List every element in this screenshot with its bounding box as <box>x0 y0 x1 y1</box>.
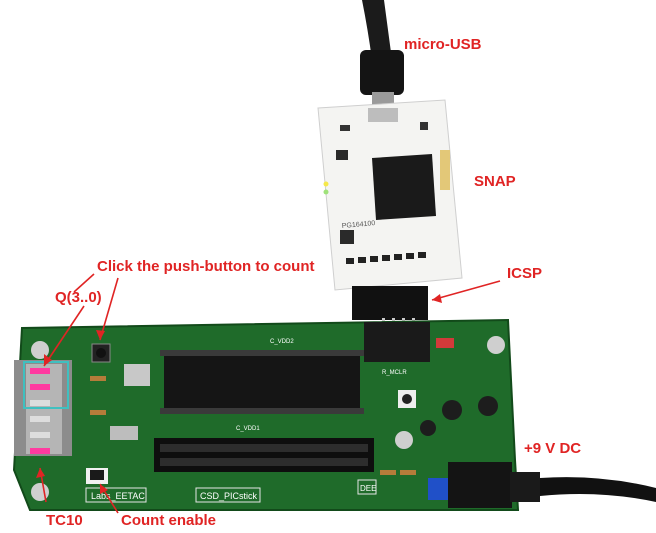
main-pcb: Labs_EETAC CSD_PICstick DEE C_VDD2 C_VDD… <box>12 318 520 511</box>
annotation-arrows <box>36 273 501 514</box>
vdd2-silkscreen: C_VDD2 <box>270 339 294 345</box>
vdd1-silkscreen: C_VDD1 <box>236 426 260 432</box>
count-enable-label: Count enable <box>121 512 217 529</box>
push-button-label: Click the push-button to count <box>97 258 315 275</box>
usb-cable <box>360 0 404 106</box>
power-label: +9 V DC <box>524 440 582 457</box>
snap-chip-label: PG164100 <box>342 220 376 230</box>
dee-silkscreen: DEE <box>360 484 376 493</box>
labs-silkscreen: Labs_EETAC <box>91 491 145 501</box>
icsp-label: ICSP <box>507 265 543 282</box>
mclr-silkscreen: R_MCLR <box>382 370 407 376</box>
snap-programmer-board: PG164100 <box>317 99 463 291</box>
micro-usb-label: micro-USB <box>404 36 482 53</box>
power-jack <box>448 462 656 508</box>
snap-label: SNAP <box>474 173 516 190</box>
q-outputs-label: Q(3..0) <box>55 289 102 306</box>
board-name-silkscreen: CSD_PICstick <box>200 491 258 501</box>
tc10-label: TC10 <box>46 512 83 529</box>
